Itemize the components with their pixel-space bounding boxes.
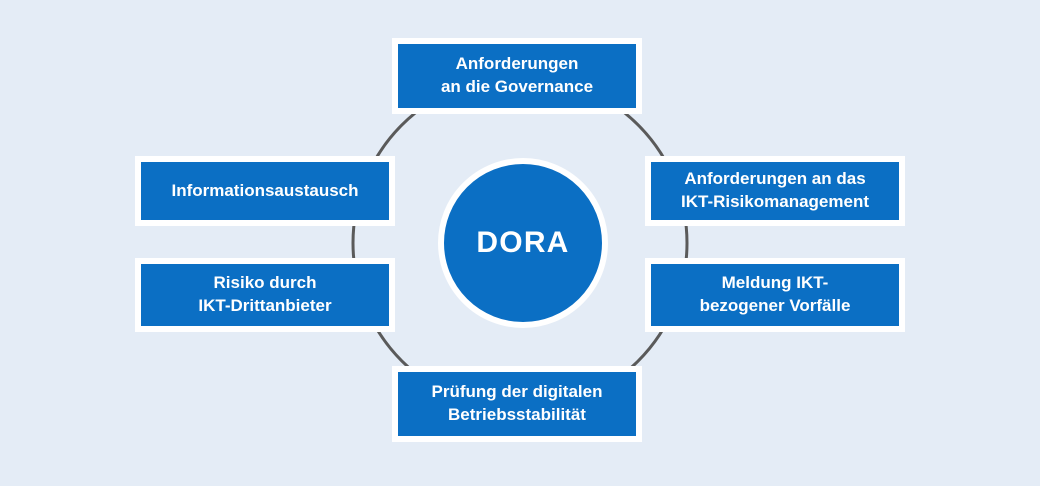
node-box-info-sharing-body: Informationsaustausch — [141, 162, 389, 220]
center-label: DORA — [476, 226, 570, 259]
node-box-governance-line-2: an die Governance — [440, 77, 594, 96]
node-box-third-party-body: Risiko durch IKT-Drittanbieter — [141, 264, 389, 326]
node-box-info-sharing-line-1: Informationsaustausch — [171, 180, 359, 200]
node-box-incident-report[interactable]: Meldung IKT- bezogener Vorfälle — [645, 258, 905, 332]
node-box-resilience-line-2: Betriebsstabilität — [448, 405, 586, 424]
node-box-risk-management-body: Anforderungen an das IKT-Risikomanagemen… — [651, 162, 899, 220]
node-box-risk-management-line-1: Anforderungen an das — [684, 169, 866, 189]
node-box-governance[interactable]: Anforderungen an die Governance — [392, 38, 642, 114]
node-box-resilience[interactable]: Prüfung der digitalen Betriebsstabilität — [392, 366, 642, 442]
node-box-risk-management-line-2: IKT-Risikomanagement — [681, 192, 869, 211]
center-disc: DORA — [438, 158, 608, 328]
node-box-third-party[interactable]: Risiko durch IKT-Drittanbieter — [135, 258, 395, 332]
node-box-incident-report-line-2: bezogener Vorfälle — [699, 296, 851, 315]
node-box-resilience-line-1: Prüfung der digitalen — [431, 382, 603, 402]
node-box-third-party-line-1: Risiko durch — [213, 273, 317, 293]
node-box-incident-report-body: Meldung IKT- bezogener Vorfälle — [651, 264, 899, 326]
center-node: DORA — [437, 157, 609, 329]
node-box-risk-management[interactable]: Anforderungen an das IKT-Risikomanagemen… — [645, 156, 905, 226]
node-box-incident-report-line-1: Meldung IKT- — [721, 273, 829, 293]
node-box-governance-line-1: Anforderungen — [455, 54, 579, 74]
node-box-info-sharing[interactable]: Informationsaustausch — [135, 156, 395, 226]
node-box-third-party-line-2: IKT-Drittanbieter — [198, 296, 332, 315]
node-box-governance-body: Anforderungen an die Governance — [398, 44, 636, 108]
node-box-resilience-body: Prüfung der digitalen Betriebsstabilität — [398, 372, 636, 436]
